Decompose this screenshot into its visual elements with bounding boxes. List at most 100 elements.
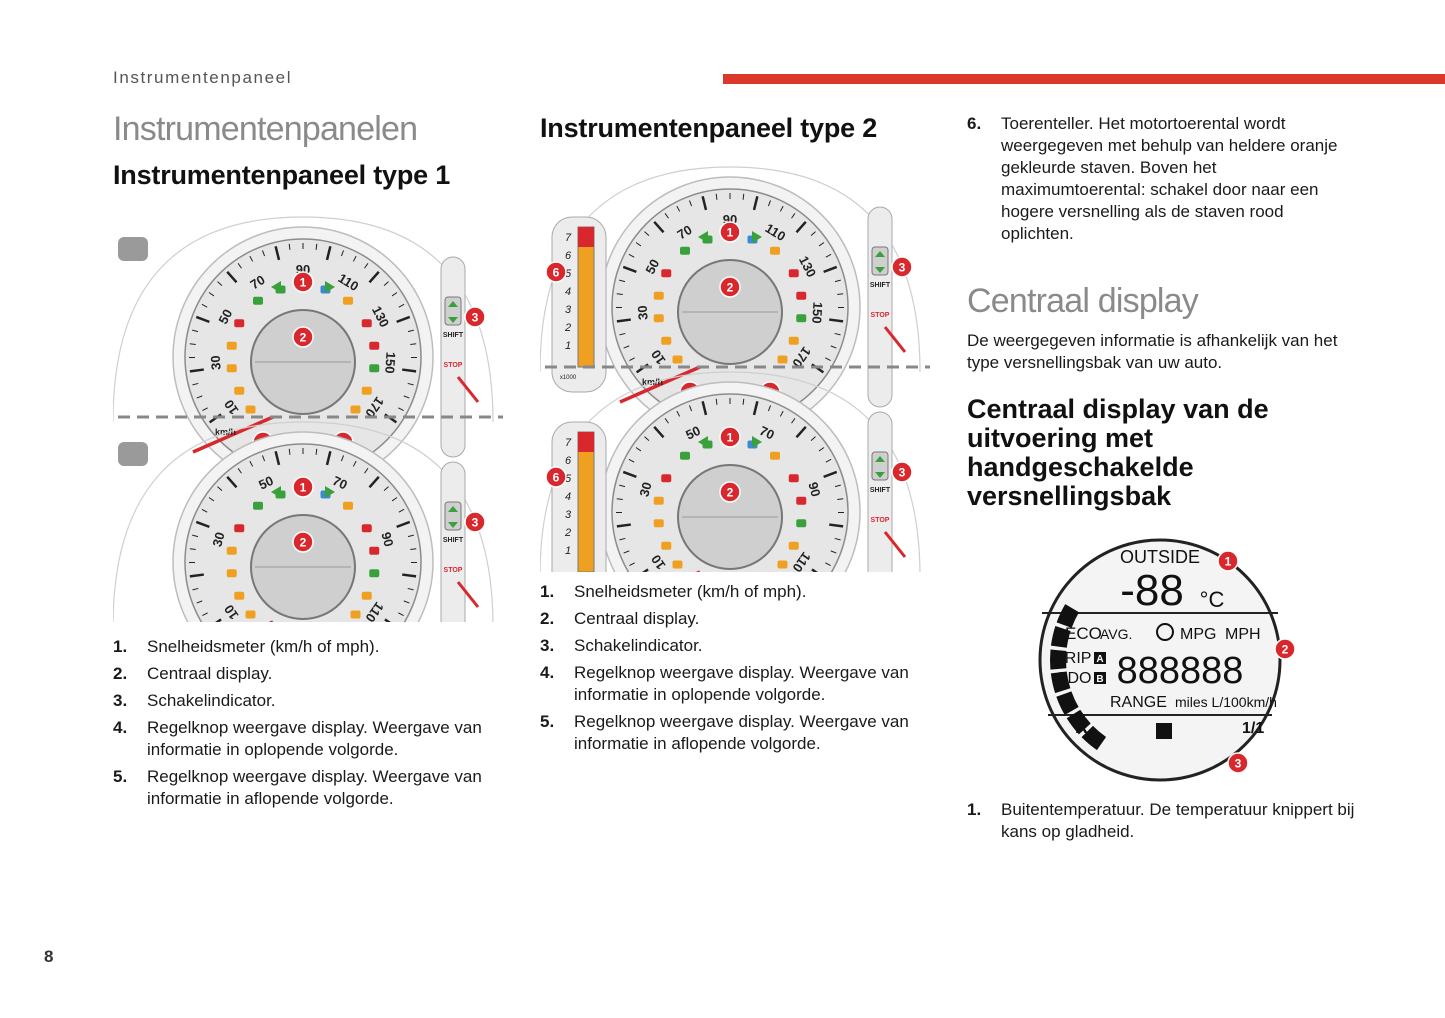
gauge-tick [217, 486, 223, 491]
gauge-tick [623, 550, 630, 554]
gauge-tick [715, 398, 718, 405]
gauge-tick [201, 508, 208, 513]
trip-b-box [1094, 672, 1106, 684]
warning-lamp-icon [788, 269, 799, 278]
rpm-tick-label: 1 [565, 545, 571, 557]
page-title: Instrumentenpanelen [113, 110, 418, 148]
gauge-tick [834, 484, 841, 488]
gauge-tick [825, 458, 832, 463]
gauge-tick [202, 407, 208, 412]
gauge-tick [629, 357, 635, 362]
gauge-tick [837, 498, 844, 500]
gauge-tick [249, 460, 254, 467]
speed-tick-label: 10 [221, 602, 242, 622]
gauge-tick [368, 476, 380, 489]
gauge-tick [825, 357, 831, 362]
gauge-tick [795, 426, 807, 439]
callout-number: 6 [553, 266, 560, 280]
rpm-tick-label: 4 [565, 491, 571, 503]
turn-right-indicator-icon [325, 486, 335, 498]
callout-number: 2 [727, 486, 734, 500]
gauge-tick [288, 448, 291, 455]
callout-number: 2 [1282, 643, 1289, 657]
gauge-tick [217, 281, 223, 286]
stop-label: STOP [871, 517, 890, 524]
warning-lamp-icon [796, 314, 807, 323]
gauge-tick [398, 612, 404, 617]
warning-lamp-icon [788, 336, 799, 345]
gauge-tick [635, 242, 642, 247]
shift-down-arrow-icon [875, 472, 885, 478]
warning-lamp-icon [343, 296, 353, 305]
gauge-tick [653, 221, 665, 234]
gauge-tick [364, 468, 369, 474]
turn-left-indicator-icon [698, 231, 708, 243]
speed-tick-label: 70 [330, 473, 349, 493]
shift-down-arrow-icon [448, 522, 458, 528]
callout-marker [545, 261, 567, 283]
shift-down-arrow-icon [448, 317, 458, 323]
gauge-tick [340, 455, 345, 462]
rpm-tick-label: 3 [565, 304, 572, 316]
gauge-tick [752, 196, 759, 211]
shift-down-arrow-icon [875, 267, 885, 273]
gauge-tick [622, 470, 637, 479]
gauge-tick [622, 265, 637, 274]
tachometer-redzone [578, 432, 594, 452]
gauge-tick [192, 329, 199, 333]
outside-label: OUTSIDE [1120, 547, 1200, 567]
gauge-tick [623, 345, 630, 349]
gauge-tick [226, 476, 238, 489]
central-display-intro: De weergegeven informatie is afhankelijk… [967, 331, 1338, 372]
gauge-tick [644, 436, 650, 441]
gauge-tick [676, 205, 681, 212]
rpm-tick-label: 7 [565, 232, 572, 244]
gauge-tick [201, 303, 208, 308]
speed-tick-label: 70 [248, 272, 268, 292]
speed-tick-label: 70 [757, 423, 776, 443]
warning-lamp-icon [361, 319, 372, 328]
speed-tick-label: 10 [221, 397, 242, 417]
gauge-tick [398, 303, 405, 308]
indicator-pod [440, 256, 466, 458]
legend-list-type1: 1.Snelheidsmeter (km/h of mph). 2.Centra… [113, 636, 493, 815]
gauge-tick [701, 401, 708, 416]
indicator-pod [867, 206, 893, 408]
warning-lamp-icon [777, 560, 788, 569]
gauge-tick [195, 315, 210, 324]
gauge-tick [779, 205, 784, 212]
gauge-tick [837, 293, 844, 295]
callout-marker [891, 461, 913, 483]
gauge-tick [208, 292, 215, 297]
gauge-tick [616, 498, 623, 500]
warning-lamp-icon [253, 296, 263, 305]
gauge-tick [364, 263, 369, 269]
rpm-tick-label: 6 [565, 250, 572, 262]
warning-lamp-icon [672, 560, 683, 569]
fuel-gauge-segment [1081, 725, 1107, 751]
warning-lamp-icon [672, 355, 683, 364]
gauge-tick [391, 292, 398, 297]
range-label: RANGE [1110, 694, 1167, 711]
gauge-tick [688, 405, 693, 412]
stop-label: STOP [444, 362, 463, 369]
mph-label: MPH [1225, 626, 1261, 643]
turn-right-indicator-icon [752, 436, 762, 448]
gauge-tick [644, 231, 650, 236]
gauge-tick [410, 343, 417, 345]
legend-list-type2: 1.Snelheidsmeter (km/h of mph). 2.Centra… [540, 581, 920, 760]
gauge-tick [664, 213, 669, 219]
gauge-tick [829, 318, 844, 323]
speed-tick-label: 50 [683, 423, 702, 443]
speed-tick-label: 50 [642, 257, 662, 277]
fuel-gauge-segment [1056, 691, 1079, 715]
gauge-tick [818, 447, 825, 452]
gauge-tick [340, 250, 345, 257]
gauge-tick [192, 382, 199, 386]
gauge-tick [629, 562, 635, 567]
gauge-tick [403, 395, 410, 399]
callout-marker [292, 531, 314, 553]
